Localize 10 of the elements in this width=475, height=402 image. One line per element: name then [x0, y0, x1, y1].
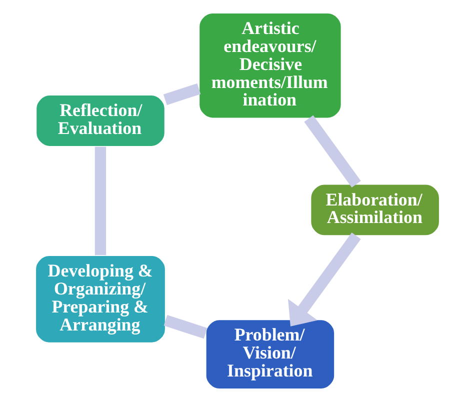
- node-box: Artistic endeavours/ Decisive moments/Illum ination: [198, 12, 342, 119]
- connector: [304, 115, 361, 188]
- node-box: Elaboration/ Assimilation: [310, 184, 440, 236]
- connector: [164, 314, 208, 339]
- node-box: Reflection/ Evaluation: [35, 94, 166, 148]
- connector: [163, 83, 201, 106]
- node-box: Developing & Organizing/ Preparing & Arranging: [34, 254, 166, 344]
- connector: [94, 146, 106, 256]
- arrow: [288, 232, 361, 326]
- node-box: Problem/ Vision/ Inspiration: [205, 319, 336, 390]
